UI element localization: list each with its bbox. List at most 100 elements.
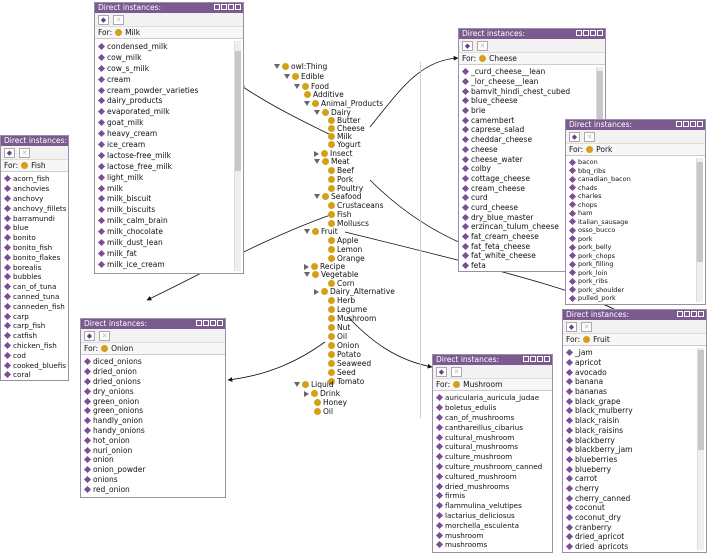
instance-list-item[interactable]: lactose_free_milk bbox=[97, 161, 233, 172]
instance-list-item[interactable]: _jam bbox=[565, 348, 696, 358]
instance-list-item[interactable]: brie bbox=[461, 106, 595, 116]
instance-list-item[interactable]: bbq_ribs bbox=[568, 167, 695, 176]
instance-list-item[interactable]: fat_white_cheese bbox=[461, 251, 595, 261]
instance-list-item[interactable]: blueberries bbox=[565, 455, 696, 465]
instance-list-item[interactable]: cultural_mushroom bbox=[435, 432, 550, 442]
instance-list-item[interactable]: milk_dust_lean bbox=[97, 237, 233, 248]
instance-list-item[interactable]: milk_biscuits bbox=[97, 204, 233, 215]
instance-list-item[interactable]: flammulina_velutipes bbox=[435, 501, 550, 511]
instance-list-item[interactable]: anchovies bbox=[3, 184, 66, 194]
tree-node-yogurt[interactable]: Yogurt bbox=[328, 140, 361, 149]
instance-list-item[interactable]: carp bbox=[3, 311, 66, 321]
scrollbar-thumb[interactable] bbox=[698, 350, 704, 450]
help-icon[interactable] bbox=[523, 356, 529, 362]
instance-list-item[interactable]: catfish bbox=[3, 331, 66, 341]
add-instance-icon[interactable]: ◆ bbox=[84, 330, 95, 341]
maximize-icon[interactable] bbox=[690, 121, 696, 127]
add-instance-icon[interactable]: ◆ bbox=[436, 366, 447, 377]
instance-list-item[interactable]: pork_ribs bbox=[568, 277, 695, 286]
instance-list-item[interactable]: onion_powder bbox=[83, 465, 223, 475]
instance-list-item[interactable]: dried_onions bbox=[83, 377, 223, 387]
instance-list-item[interactable]: handy_onions bbox=[83, 426, 223, 436]
tree-node-liquid[interactable]: Liquid bbox=[294, 380, 334, 389]
instance-list-item[interactable]: cooked_bluefish bbox=[3, 360, 66, 370]
instance-list-item[interactable]: anchovy_fillets bbox=[3, 203, 66, 213]
panel-titlebar[interactable]: Direct instances: bbox=[1, 136, 68, 146]
instance-list-item[interactable]: camembert bbox=[461, 115, 595, 125]
close-icon[interactable] bbox=[235, 4, 241, 10]
instance-list-item[interactable]: dairy_products bbox=[97, 95, 233, 106]
instance-list-item[interactable]: pulled_pork bbox=[568, 294, 695, 302]
instance-list-item[interactable]: cream_cheese bbox=[461, 183, 595, 193]
instance-list-item[interactable]: ham bbox=[568, 209, 695, 218]
help-icon[interactable] bbox=[676, 121, 682, 127]
instance-list-item[interactable]: avocado bbox=[565, 367, 696, 377]
instance-list-item[interactable]: diced_onions bbox=[83, 357, 223, 367]
pin-icon[interactable] bbox=[221, 4, 227, 10]
instance-list-item[interactable]: green_onion bbox=[83, 396, 223, 406]
instance-list-item[interactable]: feta bbox=[461, 261, 595, 269]
instance-list-item[interactable]: hot_onion bbox=[83, 435, 223, 445]
instance-list-item[interactable]: black_mulberry bbox=[565, 406, 696, 416]
instance-list-item[interactable]: chads bbox=[568, 184, 695, 193]
instance-list-item[interactable]: banana bbox=[565, 377, 696, 387]
panel-titlebar[interactable]: Direct instances: bbox=[563, 310, 706, 320]
instance-list-item[interactable]: blackberry_jam bbox=[565, 445, 696, 455]
instance-list-item[interactable]: blue_cheese bbox=[461, 96, 595, 106]
tree-node-seed[interactable]: Seed bbox=[328, 368, 356, 377]
tree-node-animal-products[interactable]: Animal_Products bbox=[304, 99, 383, 108]
tree-node-legume[interactable]: Legume bbox=[328, 305, 367, 314]
instance-list-item[interactable]: lactose-free_milk bbox=[97, 150, 233, 161]
instance-list-item[interactable]: black_raisins bbox=[565, 426, 696, 436]
expand-toggle-icon[interactable] bbox=[294, 84, 300, 89]
instance-list-item[interactable]: pork_loin bbox=[568, 269, 695, 278]
expand-toggle-icon[interactable] bbox=[304, 101, 310, 106]
instance-list-item[interactable]: apricot bbox=[565, 358, 696, 368]
instance-list-item[interactable]: dried_apricot bbox=[565, 532, 696, 542]
instance-list-item[interactable]: milk bbox=[97, 183, 233, 194]
close-icon[interactable] bbox=[697, 121, 703, 127]
maximize-icon[interactable] bbox=[691, 311, 697, 317]
tree-node-food[interactable]: Food bbox=[294, 82, 329, 91]
scrollbar[interactable] bbox=[697, 348, 704, 550]
tree-node-dairy[interactable]: Dairy bbox=[314, 108, 351, 117]
help-icon[interactable] bbox=[677, 311, 683, 317]
instance-list-item[interactable]: dried_apricots bbox=[565, 542, 696, 550]
instance-list-item[interactable]: milk_fat bbox=[97, 248, 233, 259]
instance-list-item[interactable]: cream_powder_varieties bbox=[97, 85, 233, 96]
instance-list-item[interactable]: black_raisin bbox=[565, 416, 696, 426]
tree-node-corn[interactable]: Corn bbox=[328, 279, 355, 288]
instance-list-item[interactable]: onions bbox=[83, 475, 223, 485]
tree-node-insect[interactable]: Insect bbox=[314, 149, 353, 158]
delete-instance-icon[interactable]: ✕ bbox=[581, 321, 592, 332]
scrollbar[interactable] bbox=[234, 41, 241, 271]
panel-titlebar[interactable]: Direct instances: bbox=[459, 29, 605, 39]
collapse-toggle-icon[interactable] bbox=[304, 390, 309, 397]
tree-node-drink[interactable]: Drink bbox=[304, 389, 340, 398]
maximize-icon[interactable] bbox=[228, 4, 234, 10]
instance-list-item[interactable]: milk_biscuit bbox=[97, 193, 233, 204]
tree-node-onion[interactable]: Onion bbox=[328, 341, 359, 350]
help-icon[interactable] bbox=[214, 4, 220, 10]
tree-node-oil[interactable]: Oil bbox=[314, 407, 333, 416]
instance-list-item[interactable]: culture_mushroom_canned bbox=[435, 462, 550, 472]
instance-list-item[interactable]: charles bbox=[568, 192, 695, 201]
tree-node-seafood[interactable]: Seafood bbox=[314, 192, 362, 201]
instance-list-item[interactable]: blackberry bbox=[565, 435, 696, 445]
tree-node-edible[interactable]: Edible bbox=[284, 72, 324, 81]
help-icon[interactable] bbox=[196, 320, 202, 326]
instance-list-item[interactable]: mushroom bbox=[435, 530, 550, 540]
instance-list-item[interactable]: green_onions bbox=[83, 406, 223, 416]
pin-icon[interactable] bbox=[203, 320, 209, 326]
instance-list-item[interactable]: chops bbox=[568, 201, 695, 210]
instance-list-item[interactable]: can_of_tuna bbox=[3, 282, 66, 292]
tree-node-nut[interactable]: Nut bbox=[328, 323, 350, 332]
tree-node-molluscs[interactable]: Molluscs bbox=[328, 219, 369, 228]
tree-node-butter[interactable]: Butter bbox=[328, 116, 360, 125]
add-instance-icon[interactable]: ◆ bbox=[4, 147, 15, 158]
instance-list-item[interactable]: milk_calm_brain bbox=[97, 215, 233, 226]
instance-list-item[interactable]: pork_filling bbox=[568, 260, 695, 269]
instance-list-item[interactable]: coconut bbox=[565, 503, 696, 513]
instance-list-item[interactable]: coral bbox=[3, 370, 66, 378]
tree-node-meat[interactable]: Meat bbox=[314, 157, 350, 166]
